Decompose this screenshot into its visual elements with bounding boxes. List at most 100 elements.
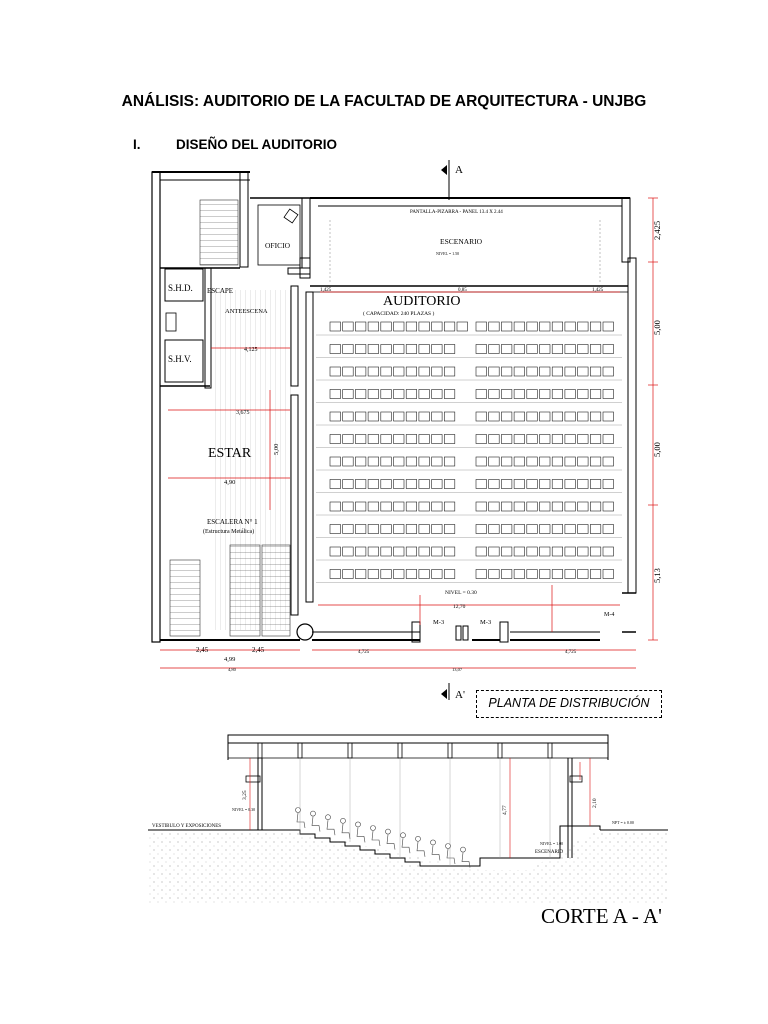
seat bbox=[602, 389, 614, 399]
seat bbox=[488, 456, 500, 467]
seat bbox=[380, 434, 392, 444]
seat bbox=[513, 366, 525, 377]
dim-estar-height: 5,00 bbox=[273, 444, 280, 455]
seat bbox=[577, 479, 589, 489]
seat bbox=[513, 389, 525, 399]
figure-head bbox=[445, 843, 451, 849]
seat bbox=[418, 389, 430, 399]
seat bbox=[431, 546, 443, 557]
seat bbox=[513, 344, 525, 354]
dim-stair-total: 4,99 bbox=[224, 656, 235, 663]
seat bbox=[501, 366, 513, 377]
seat bbox=[513, 321, 525, 332]
figure-body bbox=[446, 848, 456, 865]
seat bbox=[526, 344, 538, 354]
figure-head bbox=[295, 807, 301, 813]
seat bbox=[526, 366, 538, 377]
seat bbox=[405, 389, 418, 399]
seat bbox=[577, 456, 589, 467]
seat bbox=[513, 524, 525, 534]
seat bbox=[418, 366, 430, 377]
seat bbox=[380, 569, 392, 579]
section-title-corte: CORTE A - A' bbox=[541, 904, 662, 928]
seat bbox=[393, 411, 405, 422]
dim-section-height-2: 4,77 bbox=[502, 805, 508, 815]
seat bbox=[589, 366, 602, 377]
seat bbox=[501, 344, 513, 354]
seat bbox=[577, 546, 589, 557]
seat bbox=[551, 366, 564, 377]
seat bbox=[431, 321, 443, 332]
seat bbox=[539, 411, 551, 422]
figure-head bbox=[385, 828, 391, 835]
seat bbox=[367, 524, 379, 534]
seat bbox=[602, 456, 614, 467]
seat bbox=[405, 524, 418, 534]
seat bbox=[475, 366, 487, 377]
seat bbox=[551, 524, 564, 534]
label-section-nivel-right: NPT = ± 0.00 bbox=[612, 820, 634, 825]
seat bbox=[456, 321, 468, 332]
figure-body bbox=[386, 834, 396, 850]
seat bbox=[488, 389, 500, 399]
dim-left-total: 4,80 bbox=[228, 667, 237, 673]
seat bbox=[443, 569, 456, 579]
seat bbox=[564, 389, 576, 399]
seat bbox=[501, 321, 513, 332]
seat bbox=[380, 389, 392, 399]
seat bbox=[564, 501, 576, 512]
seat bbox=[539, 524, 551, 534]
seat bbox=[577, 524, 589, 534]
document-title: ANÁLISIS: AUDITORIO DE LA FACULTAD DE AR… bbox=[121, 93, 647, 110]
stair-lower-left bbox=[169, 559, 201, 637]
seat bbox=[393, 366, 405, 377]
seat bbox=[488, 546, 500, 557]
seat bbox=[475, 501, 487, 512]
seat bbox=[577, 366, 589, 377]
figure-head bbox=[400, 832, 406, 839]
seat bbox=[602, 524, 614, 534]
seat bbox=[355, 479, 367, 489]
seat bbox=[405, 344, 418, 354]
figure-body bbox=[296, 812, 306, 829]
seat bbox=[431, 344, 443, 354]
seat bbox=[589, 321, 602, 332]
seat bbox=[513, 546, 525, 557]
seat bbox=[405, 366, 418, 377]
figure-body bbox=[356, 827, 366, 843]
seat bbox=[418, 569, 430, 579]
figure-body bbox=[371, 830, 381, 847]
dim-width-2: 3,675 bbox=[236, 410, 250, 416]
seat bbox=[589, 456, 602, 467]
label-escalera: ESCALERA N° 1 bbox=[207, 518, 258, 526]
seat bbox=[418, 321, 430, 332]
seat bbox=[589, 546, 602, 557]
seat bbox=[526, 321, 538, 332]
seat bbox=[551, 456, 564, 467]
seat bbox=[342, 366, 354, 377]
seat bbox=[577, 321, 589, 332]
seat bbox=[367, 569, 379, 579]
seat bbox=[367, 479, 379, 489]
seat bbox=[501, 569, 513, 579]
seat bbox=[539, 344, 551, 354]
seat bbox=[539, 479, 551, 489]
label-escape: ESCAPE bbox=[207, 287, 233, 295]
figure-body bbox=[431, 845, 441, 861]
label-oficio: OFICIO bbox=[265, 241, 291, 250]
seat bbox=[367, 366, 379, 377]
seat bbox=[329, 411, 341, 422]
seat bbox=[551, 479, 564, 489]
section-labels: VESTIBULO Y EXPOSICIONES ESCENARIO NIVEL… bbox=[152, 790, 662, 928]
section-marker-top: A bbox=[455, 164, 463, 176]
seat bbox=[355, 501, 367, 512]
seat bbox=[539, 366, 551, 377]
label-capacidad: ( CAPACIDAD: 240 PLAZAS ) bbox=[363, 310, 434, 317]
section-drawing bbox=[148, 734, 668, 905]
seat bbox=[602, 501, 614, 512]
label-section-nivel-left: NIVEL = 0.30 bbox=[232, 807, 255, 812]
seat bbox=[329, 344, 341, 354]
seat bbox=[393, 569, 405, 579]
seat bbox=[564, 411, 576, 422]
